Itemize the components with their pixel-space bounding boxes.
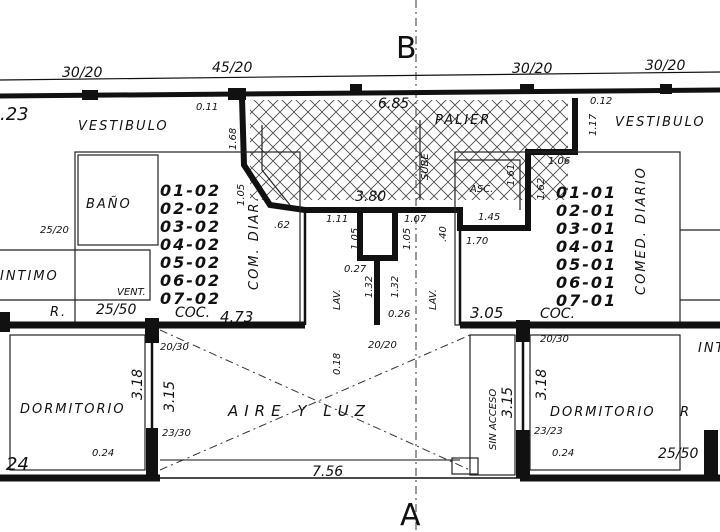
dim-label: 1.07 — [404, 214, 427, 225]
dim-label: 0.26 — [388, 309, 410, 320]
unit-number: 04-01 — [556, 237, 617, 256]
dim-label: 3.18 — [534, 369, 550, 400]
room-coc-left: COC. — [175, 305, 210, 321]
unit-number: 03-01 — [556, 219, 617, 238]
unit-number: 06-02 — [160, 271, 221, 290]
window-dim-5: 25/20 — [40, 225, 69, 236]
room-bano: BAÑO — [86, 196, 132, 212]
dim-label: .40 — [438, 226, 449, 242]
room-r-right: R — [680, 405, 691, 420]
dim-label: 1.32 — [390, 276, 401, 298]
room-int-right: INT — [698, 341, 720, 356]
room-lav-left: LAV. — [332, 289, 343, 310]
dim-label: 1.05 — [402, 228, 413, 250]
dim-label: 1.68 — [228, 128, 239, 150]
unit-number: 04-02 — [160, 235, 221, 254]
room-comedor-diario: COMED. DIARIO — [634, 166, 649, 295]
units-left: 01-02 02-02 03-02 04-02 05-02 06-02 07-0… — [160, 181, 221, 308]
room-vestibulo-right: VESTIBULO — [615, 115, 706, 130]
dimensions: .23 6.85 3.80 4.73 3.05 7.56 24 0.24 0.2… — [0, 96, 612, 480]
window-dim-3: 30/20 — [512, 61, 552, 77]
window-dim-6: 25/50 — [96, 302, 136, 318]
room-r-left: R. — [50, 305, 67, 320]
top-facade — [0, 71, 720, 100]
room-asc: ASC. — [469, 184, 493, 195]
dim-label: 1.70 — [466, 236, 488, 247]
unit-number: 03-02 — [160, 217, 221, 236]
window-dim-2: 45/20 — [212, 60, 252, 76]
unit-number: 07-01 — [556, 291, 617, 310]
dim-label: 0.24 — [552, 448, 574, 459]
axis-lines — [159, 0, 471, 532]
dim-label: .62 — [274, 220, 290, 231]
unit-number: 02-01 — [556, 201, 617, 220]
dim-label: 0.12 — [590, 96, 612, 107]
dim-label: 1.45 — [478, 212, 500, 223]
dim-label: 1.11 — [326, 214, 348, 225]
unit-number: 06-01 — [556, 273, 617, 292]
dim-label: 3.15 — [500, 387, 516, 418]
dim-label: .23 — [0, 104, 29, 125]
room-sin-acceso: SIN ACCESO — [488, 389, 499, 450]
palier-hatch — [250, 100, 568, 200]
dim-label: 1.06 — [548, 156, 570, 167]
unit-number: 05-02 — [160, 253, 221, 272]
room-sube: SUBE — [420, 152, 431, 180]
dim-label: 1.05 — [236, 184, 247, 206]
room-aire-y-luz: AIRE Y LUZ — [227, 402, 371, 420]
window-dim-4: 30/20 — [645, 58, 685, 74]
dim-label: 1.32 — [364, 276, 375, 298]
room-dormitorio-right: DORMITORIO — [550, 405, 656, 420]
dim-label: 6.85 — [378, 96, 409, 112]
room-vent: VENT. — [117, 287, 146, 298]
dim-label: 1.61 — [506, 164, 517, 186]
room-vestibulo-left: VESTIBULO — [78, 119, 169, 134]
unit-number: 07-02 — [160, 289, 221, 308]
axis-a-label: A — [400, 498, 421, 532]
unit-number: 05-01 — [556, 255, 617, 274]
axis-b-label: B — [396, 31, 417, 66]
dim-label: 0.24 — [92, 448, 114, 459]
window-dim-7: 25/50 — [658, 446, 698, 462]
dim-label: 23/30 — [162, 428, 191, 439]
dim-label: 20/20 — [368, 340, 397, 351]
dim-label: 1.05 — [350, 228, 361, 250]
room-coc-right: COC. — [540, 306, 575, 322]
unit-number: 02-02 — [160, 199, 221, 218]
room-palier: PALIER — [435, 113, 491, 128]
dim-label: 0.27 — [344, 264, 367, 275]
unit-number: 01-01 — [556, 183, 617, 202]
dim-label: 0.18 — [332, 353, 343, 375]
units-right: 01-01 02-01 03-01 04-01 05-01 06-01 07-0… — [556, 183, 617, 310]
dim-label: 1.62 — [536, 178, 547, 200]
dim-label: 0.11 — [196, 102, 218, 113]
room-com-diar: COM. DIAR. — [247, 195, 262, 290]
dim-label: 7.56 — [312, 464, 343, 480]
dim-label: 3.80 — [355, 189, 386, 205]
dim-label: 23/23 — [534, 426, 563, 437]
dim-label: 3.18 — [130, 369, 146, 400]
dim-label: 4.73 — [220, 308, 253, 326]
dim-label: 20/30 — [540, 334, 569, 345]
left-unit-walls — [0, 151, 305, 482]
room-dormitorio-left: DORMITORIO — [20, 402, 126, 417]
room-lav-right: LAV. — [428, 289, 439, 310]
dim-label: 3.15 — [162, 381, 178, 412]
room-intimo: INTIMO — [0, 269, 59, 284]
dim-label: 1.17 — [588, 113, 599, 136]
window-dim-1: 30/20 — [62, 65, 102, 81]
dim-label: 24 — [6, 454, 29, 475]
right-unit-walls — [451, 151, 720, 482]
dim-label: 3.05 — [470, 304, 503, 322]
dim-label: 20/30 — [160, 342, 189, 353]
unit-number: 01-02 — [160, 181, 221, 200]
